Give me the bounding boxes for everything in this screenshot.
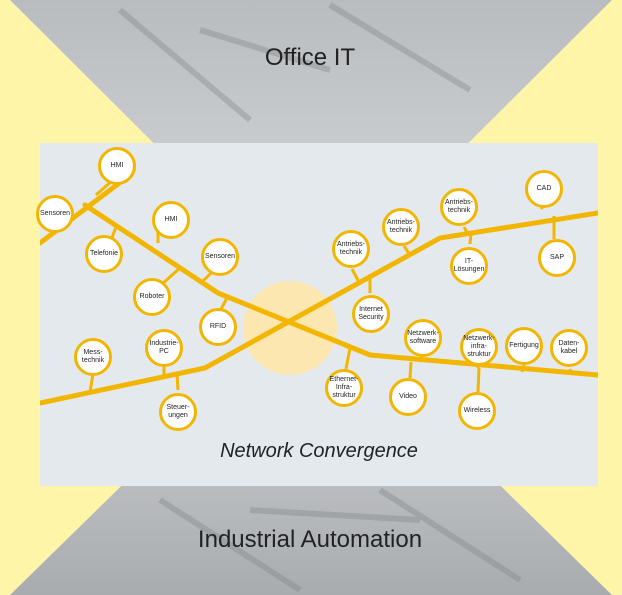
node-roboter: Roboter [133, 278, 171, 316]
node-ethernet-infrastruktur: Ethernet- Infra- struktur [325, 369, 363, 407]
node-fertigung: Fertigung [505, 327, 543, 365]
network-convergence-caption: Network Convergence [220, 440, 418, 462]
node-industrie-pc: Industrie- PC [145, 329, 183, 367]
node-wireless: Wireless [458, 392, 496, 430]
convergence-hub [243, 281, 337, 375]
branch-antriebstechnik-1 [350, 268, 362, 285]
node-antriebstechnik-1: Antriebs- technik [332, 230, 370, 268]
branch-fertigung [520, 364, 526, 373]
node-cad: CAD [525, 170, 563, 208]
network-graph [40, 172, 598, 406]
node-netzwerkinfrastruktur: Netzwerk- infra- struktur [460, 328, 498, 366]
branch-ethernet-infrastruktur [344, 347, 352, 370]
node-messtechnik: Mess- technik [74, 338, 112, 376]
node-sensoren-1: Sensoren [36, 195, 74, 233]
branch-sensoren-2 [200, 271, 213, 284]
node-internet-security: Internet Security [352, 295, 390, 333]
office-it-label: Office IT [264, 44, 356, 71]
branch-antriebstechnik-3 [462, 226, 470, 235]
branch-datenkabel [568, 368, 573, 374]
branch-steuerungen [175, 373, 180, 391]
node-datenkabel: Daten- kabel [550, 329, 588, 367]
node-antriebstechnik-2: Antriebs- technik [382, 208, 420, 246]
industrial-automation-label: Industrial Automation [197, 526, 423, 553]
node-antriebstechnik-3: Antriebs- technik [440, 188, 478, 226]
node-rfid: RFID [199, 308, 237, 346]
node-telefonie: Telefonie [85, 235, 123, 273]
node-netzwerksoftware: Netzwerk- software [404, 319, 442, 357]
node-video: Video [389, 378, 427, 416]
node-sap: SAP [538, 239, 576, 277]
node-sensoren-2: Sensoren [201, 238, 239, 276]
node-it-loesungen: IT- Lösungen [450, 247, 488, 285]
node-hmi-1: HMI [98, 147, 136, 185]
network-panel: HMI Sensoren HMI Telefonie Sensoren Robo… [36, 143, 598, 486]
branch-messtechnik [88, 373, 95, 393]
node-steuerungen: Steuer- ungen [159, 393, 197, 431]
branch-antriebstechnik-2 [402, 245, 412, 256]
node-hmi-2: HMI [152, 201, 190, 239]
backbone-line-3 [40, 210, 598, 406]
branch-wireless [476, 367, 481, 393]
branch-video [408, 361, 413, 379]
branch-it-loesungen [468, 232, 473, 245]
